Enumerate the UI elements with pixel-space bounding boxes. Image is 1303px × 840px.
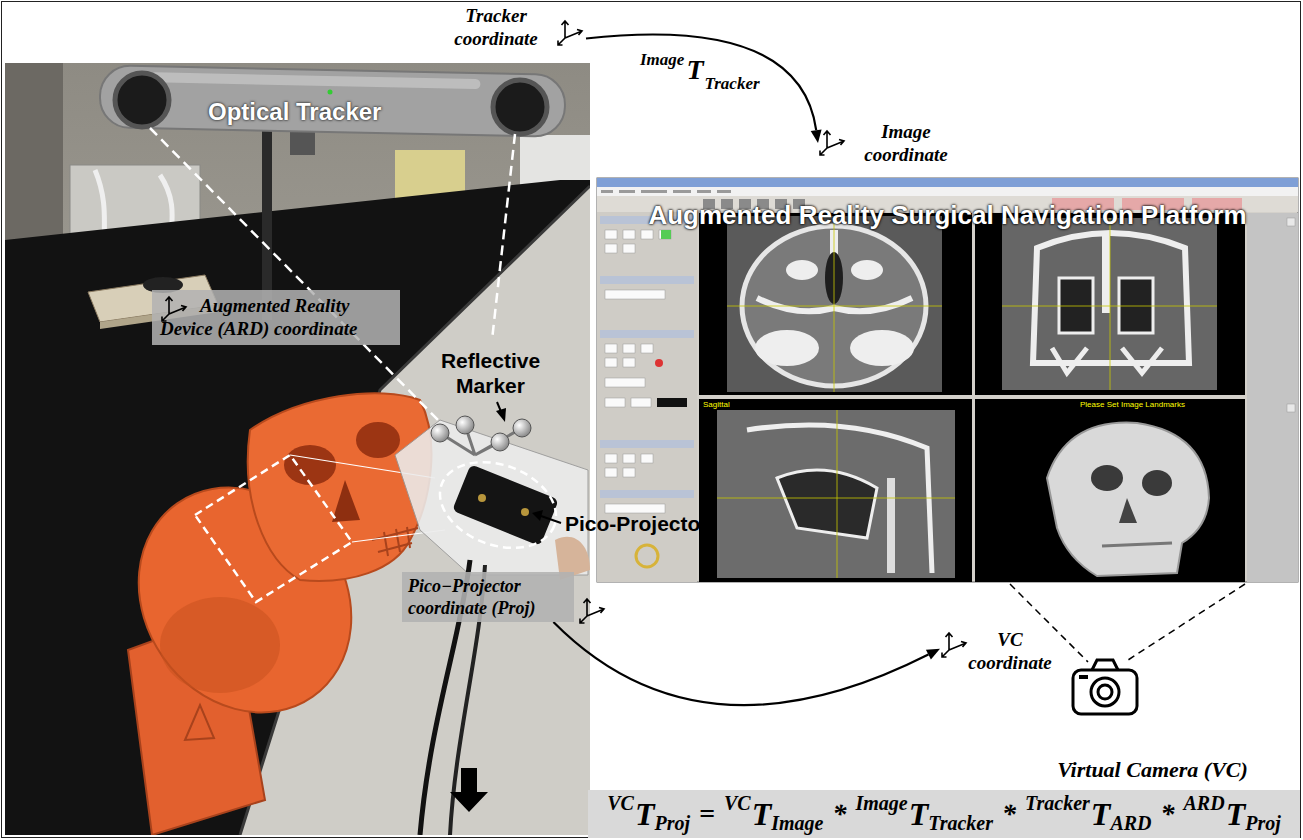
equation-operator: * xyxy=(1161,800,1175,828)
coordinate-frame: VC coordinate xyxy=(940,628,1066,674)
camera-icon xyxy=(1070,655,1140,717)
equation-superscript: ARD xyxy=(1184,793,1225,813)
axes-icon xyxy=(818,128,846,156)
view-label: Please Set Image Landmarks xyxy=(1080,400,1185,410)
view-frustum-line xyxy=(1125,584,1245,662)
lab-photo xyxy=(5,63,590,835)
virtual-camera-text: Virtual Camera (VC) xyxy=(1035,757,1270,783)
equation-subscript: ARD xyxy=(1110,813,1151,833)
device-label: Optical Tracker xyxy=(208,98,381,126)
coordinate-frame-text: Tracker coordinate xyxy=(440,4,552,50)
equation-symbol: T xyxy=(1091,798,1111,830)
equation-subscript: Tracker xyxy=(928,813,993,833)
equation-superscript: Image xyxy=(855,793,907,813)
block-arrow xyxy=(450,768,488,812)
software-panel-text: Augmented Reality Surgical Navigation Pl… xyxy=(638,200,1258,231)
coordinate-frame: Tracker coordinate xyxy=(440,4,586,50)
equation-operator: * xyxy=(832,800,846,828)
equation-operator: * xyxy=(1002,800,1016,828)
coordinate-frame-box-text: Augmented Reality Device (ARD) coordinat… xyxy=(160,294,392,340)
arrow-head xyxy=(811,129,822,143)
equation-subscript: Proj xyxy=(654,813,690,833)
axis-arrows xyxy=(942,633,966,657)
view-frustum-line xyxy=(1010,584,1088,662)
equation-subscript: Image xyxy=(771,813,823,833)
equation-superscript: Tracker xyxy=(1025,793,1090,813)
camera-lens xyxy=(1098,685,1112,699)
transform-arrow xyxy=(586,35,816,131)
axis-arrows xyxy=(558,21,582,45)
camera-outline xyxy=(1073,660,1137,714)
equation-superscript: VC xyxy=(607,793,634,813)
equation-operator: = xyxy=(699,800,715,828)
coordinate-frame: Image coordinate xyxy=(818,120,962,166)
arrow-head xyxy=(926,649,940,660)
camera-lens xyxy=(1091,678,1119,706)
view-label: Sagittal xyxy=(703,400,730,410)
transform-superscript: Image xyxy=(640,50,684,70)
camera-flash xyxy=(1079,675,1088,679)
transform-subscript: Tracker xyxy=(705,74,760,94)
coordinate-frame-box-text: Pico−Projector coordinate (Proj) xyxy=(408,575,568,619)
coordinate-frame-box: Augmented Reality Device (ARD) coordinat… xyxy=(152,290,400,345)
equation-superscript: VC xyxy=(724,793,751,813)
axes-icon xyxy=(160,294,188,322)
equation-symbol: T xyxy=(752,798,772,830)
callout-label: Reflective Marker xyxy=(428,348,553,398)
camera-body xyxy=(1073,670,1137,714)
equation: VCTProj=VCTImage*ImageTTracker*TrackerTA… xyxy=(607,798,1280,830)
callout-label: Pico-Projector xyxy=(565,511,709,536)
axes-icon xyxy=(556,18,584,46)
leader-line xyxy=(541,516,561,523)
virtual-camera: Virtual Camera (VC) xyxy=(1035,655,1270,783)
axes-icon xyxy=(940,630,968,658)
leader-arrowhead xyxy=(496,408,506,422)
leader-arrowhead xyxy=(532,510,543,521)
equation-symbol: T xyxy=(1226,798,1246,830)
camera-top xyxy=(1092,660,1118,670)
equation-band: VCTProj=VCTImage*ImageTTracker*TrackerTA… xyxy=(588,790,1300,838)
coordinate-frame-text: Image coordinate xyxy=(850,120,962,166)
equation-subscript: Proj xyxy=(1245,813,1281,833)
axis-arrows xyxy=(580,599,604,623)
axes-icon xyxy=(578,596,606,624)
transform-symbol: T xyxy=(686,54,703,86)
coordinate-frame-box: Pico−Projector coordinate (Proj) xyxy=(402,572,574,622)
axis-arrows xyxy=(162,297,186,321)
axis-arrows xyxy=(820,131,844,155)
transform-arrow xyxy=(553,622,928,705)
equation-symbol: T xyxy=(635,798,655,830)
coordinate-frame-text: VC coordinate xyxy=(954,628,1066,674)
equation-symbol: T xyxy=(909,798,929,830)
